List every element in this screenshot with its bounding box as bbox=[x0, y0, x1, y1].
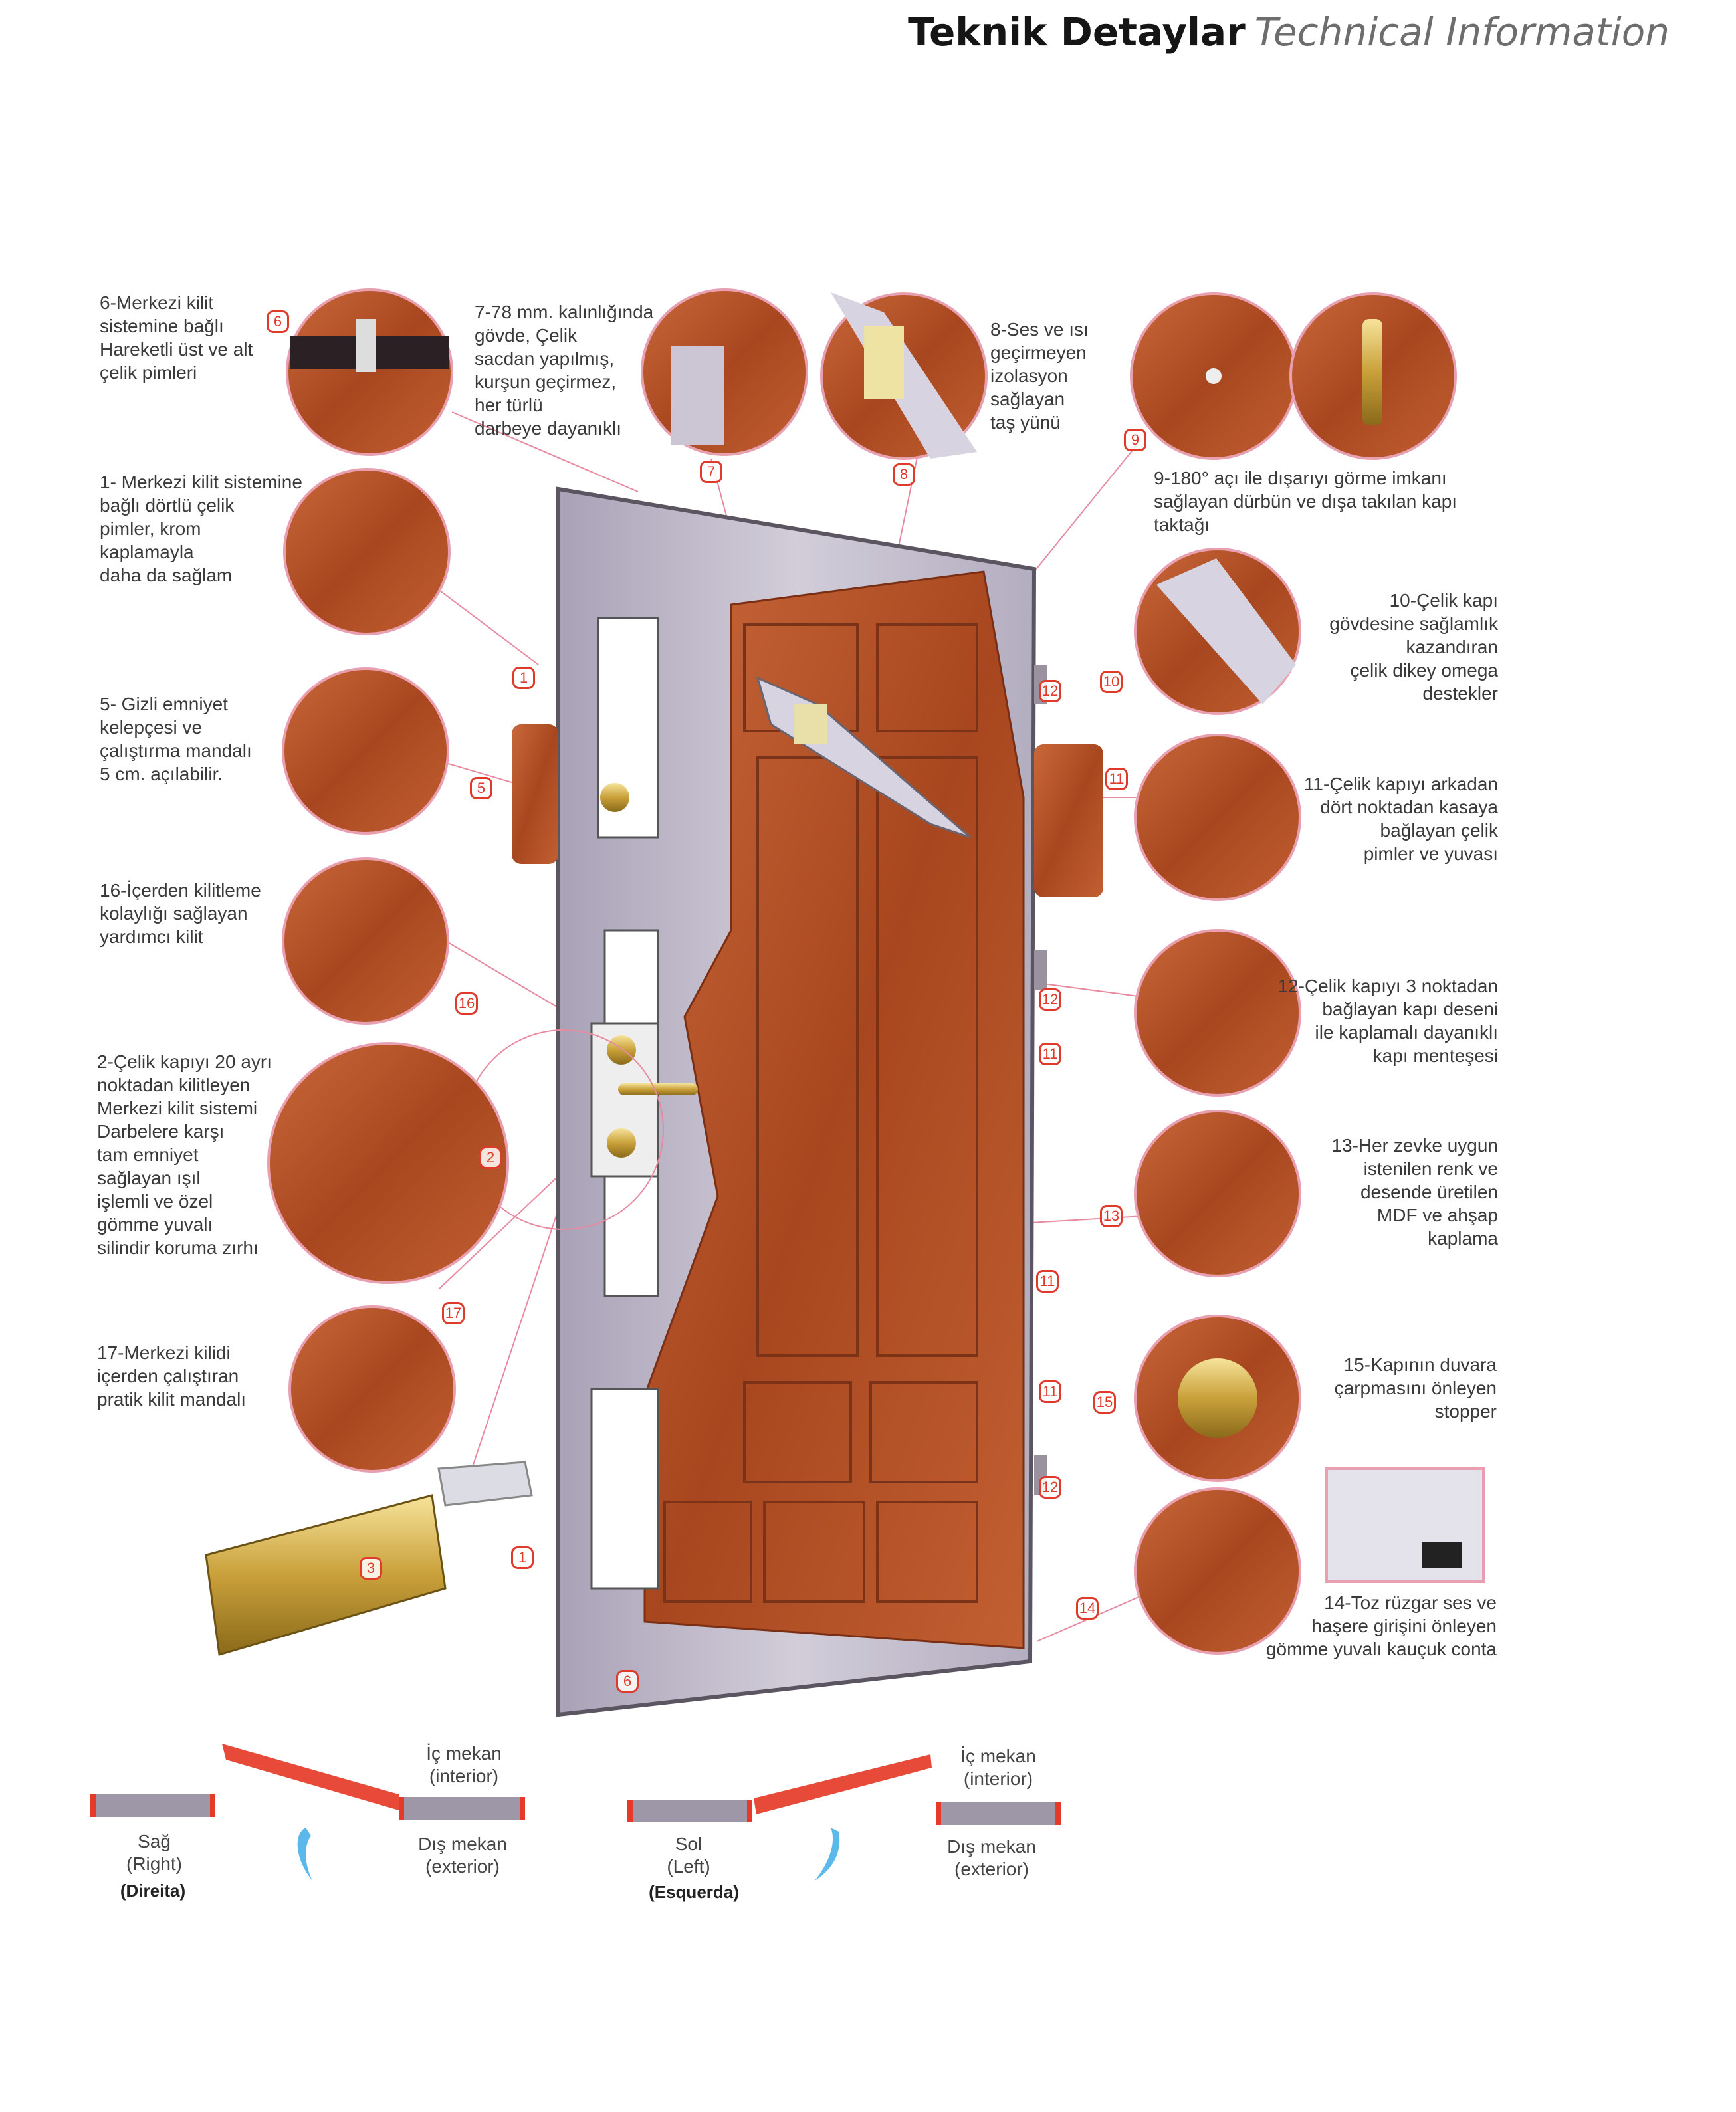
opening-direction-diagram bbox=[90, 1744, 1061, 1881]
door-leaf-right bbox=[222, 1744, 399, 1810]
callout-badge-12: 12 bbox=[1039, 988, 1061, 1011]
detail-central-lock bbox=[267, 1042, 509, 1284]
feature-14-text: 14-Toz rüzgar ses ve haşere girişini önl… bbox=[1265, 1592, 1497, 1659]
callout-badge-11: 11 bbox=[1039, 1380, 1061, 1403]
callout-badge-13: 13 bbox=[1100, 1205, 1123, 1227]
right-side-label: Sağ (Right) bbox=[126, 1831, 183, 1874]
callout-badge-8: 8 bbox=[893, 463, 915, 486]
feature-6-text: 6-Merkezi kilit sistemine bağlı Hareketl… bbox=[100, 292, 253, 383]
right-exterior-label: Dış mekan (exterior) bbox=[418, 1834, 507, 1877]
feature-1-text: 1- Merkezi kilit sistemine bağlı dörtlü … bbox=[100, 472, 302, 585]
detail-quad-pins bbox=[283, 468, 451, 635]
left-side-pt-label: (Esquerda) bbox=[649, 1882, 739, 1902]
detail-veneer bbox=[1134, 1110, 1301, 1277]
callout-badge-1: 1 bbox=[512, 667, 535, 689]
callout-badge-11: 11 bbox=[1105, 768, 1128, 790]
detail-clamp bbox=[282, 667, 449, 835]
feature-17-text: 17-Merkezi kilidi içerden çalıştıran pra… bbox=[97, 1342, 247, 1410]
left-side-label: Sol (Left) bbox=[667, 1834, 710, 1877]
detail-rear-pins bbox=[1134, 734, 1301, 901]
door-leaf-left bbox=[754, 1754, 932, 1814]
feature-13-text: 13-Her zevke uygun istenilen renk ve des… bbox=[1331, 1135, 1498, 1249]
title-turkish: Teknik Detaylar bbox=[908, 9, 1246, 54]
detail-hinge bbox=[1134, 929, 1301, 1097]
feature-15-text: 15-Kapının duvara çarpmasını önleyen sto… bbox=[1334, 1354, 1497, 1422]
feature-10-text: 10-Çelik kapı gövdesine sağlamlık kazand… bbox=[1329, 590, 1498, 704]
right-side-pt-label: (Direita) bbox=[120, 1881, 186, 1901]
callout-badge-15: 15 bbox=[1093, 1391, 1116, 1414]
left-latch-block bbox=[512, 724, 558, 864]
callout-badge-3: 3 bbox=[360, 1557, 382, 1580]
stopper-icon bbox=[1178, 1358, 1257, 1438]
arrow-icon bbox=[815, 1828, 840, 1881]
feature-5-text: 5- Gizli emniyet kelepçesi ve çalıştırma… bbox=[100, 694, 252, 784]
callout-badge-2: 2 bbox=[479, 1146, 502, 1169]
arrow-icon bbox=[297, 1828, 312, 1881]
callout-badge-9: 9 bbox=[1124, 429, 1146, 451]
callout-badge-7: 7 bbox=[700, 461, 722, 483]
callout-badge-1: 1 bbox=[511, 1546, 534, 1569]
callout-badge-14: 14 bbox=[1076, 1597, 1099, 1620]
callout-badge-16: 16 bbox=[455, 992, 478, 1015]
left-interior-label: İç mekan (interior) bbox=[960, 1746, 1036, 1789]
feature-8-text: 8-Ses ve ısı geçirmeyen izolasyon sağlay… bbox=[990, 319, 1089, 433]
feature-7-text: 7-78 mm. kalınlığında gövde, Çelik sacda… bbox=[475, 302, 654, 439]
callout-badge-6: 6 bbox=[267, 310, 289, 333]
detail-aux-lock bbox=[282, 857, 449, 1025]
callout-badge-12: 12 bbox=[1039, 1476, 1061, 1499]
door-handle bbox=[618, 1083, 698, 1095]
right-hinge-block bbox=[1034, 744, 1103, 897]
feature-11-text: 11-Çelik kapıyı arkadan dört noktadan ka… bbox=[1303, 774, 1498, 864]
callout-badge-11: 11 bbox=[1039, 1043, 1061, 1065]
feature-12-text: 12-Çelik kapıyı 3 noktadan bağlayan kapı… bbox=[1277, 976, 1498, 1066]
callout-badge-12: 12 bbox=[1039, 680, 1061, 702]
callout-badge-17: 17 bbox=[442, 1302, 465, 1324]
peephole-icon bbox=[1206, 368, 1222, 384]
callout-badge-10: 10 bbox=[1100, 671, 1123, 693]
key-icon bbox=[437, 1461, 533, 1507]
title-english: Technical Information bbox=[1254, 9, 1670, 54]
lock-cylinder-icon bbox=[607, 1035, 636, 1065]
right-interior-label: İç mekan (interior) bbox=[426, 1743, 502, 1786]
detail-latch bbox=[288, 1305, 456, 1473]
euro-cylinder-lock bbox=[205, 1461, 533, 1656]
callout-badge-6: 6 bbox=[616, 1670, 639, 1693]
feature-2-text: 2-Çelik kapıyı 20 ayrı noktadan kilitley… bbox=[97, 1051, 272, 1258]
callout-badge-11: 11 bbox=[1036, 1270, 1059, 1293]
left-exterior-label: Dış mekan (exterior) bbox=[947, 1836, 1036, 1879]
steel-door bbox=[463, 486, 1103, 1717]
detail-seal bbox=[1134, 1487, 1301, 1655]
feature-9-text: 9-180° açı ile dışarıyı görme imkanı sağ… bbox=[1154, 468, 1458, 535]
callout-badge-5: 5 bbox=[470, 777, 492, 799]
feature-16-text: 16-İçerden kilitleme kolaylığı sağlayan … bbox=[100, 880, 261, 947]
door-knocker-icon bbox=[1362, 319, 1382, 425]
